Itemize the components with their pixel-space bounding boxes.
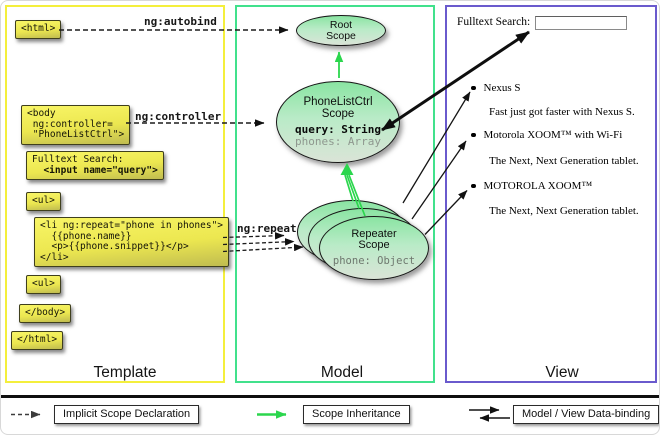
template-column-label: Template — [93, 364, 157, 381]
template-column — [5, 5, 225, 383]
bullet-icon — [471, 85, 476, 91]
legend-model-view-databinding: Model / View Data-binding — [513, 405, 659, 424]
legend-implicit-scope-declaration: Implicit Scope Declaration — [54, 405, 200, 424]
fulltext-input-line: <input name="query"> — [32, 164, 158, 176]
code-box-body-close: </body> — [19, 304, 72, 323]
view-search-label: Fulltext Search: — [457, 16, 531, 28]
view-item-title-text: MOTOROLA XOOM™ — [483, 180, 593, 192]
root-scope-title: Root Scope — [326, 18, 356, 42]
scope-prop-query: query: String — [294, 122, 382, 136]
bullet-icon — [471, 132, 476, 138]
view-column-label: View — [545, 364, 579, 381]
repeater-scope-ellipse-front: Repeater Scope phone: Object — [319, 216, 429, 280]
code-box-li-repeat: <li ng:repeat="phone in phones"> {{phone… — [34, 217, 230, 267]
view-search-input[interactable] — [535, 16, 627, 30]
scope-prop-phones: phones: Array — [294, 135, 382, 148]
model-column — [235, 5, 435, 383]
phonelistctrl-scope-ellipse: PhoneListCtrl Scope query: String phones… — [276, 81, 400, 163]
ng-repeat-label: ng:repeat — [237, 222, 297, 235]
code-box-body-open: <body ng:controller= "PhoneListCtrl"> — [21, 105, 131, 145]
code-box-fulltext: Fulltext Search: <input name="query"> — [26, 151, 164, 180]
code-box-ul-close: <ul> — [26, 275, 61, 294]
legend-separator-line — [1, 395, 659, 398]
view-item-title: MOTOROLA XOOM™ — [471, 180, 592, 192]
ng-autobind-label: ng:autobind — [144, 15, 217, 28]
view-item-title: Motorola XOOM™ with Wi-Fi — [471, 129, 622, 141]
view-item-desc: Fast just got faster with Nexus S. — [489, 106, 635, 118]
bullet-icon — [471, 183, 476, 189]
fulltext-label-line: Fulltext Search: — [32, 154, 124, 165]
legend-scope-inheritance: Scope Inheritance — [303, 405, 410, 424]
view-item-title-text: Motorola XOOM™ with Wi-Fi — [483, 129, 623, 141]
view-item-desc: The Next, Next Generation tablet. — [489, 205, 639, 217]
model-column-label: Model — [320, 364, 364, 381]
code-box-html-close: </html> — [11, 331, 64, 350]
code-box-html-open: <html> — [15, 20, 62, 39]
code-box-ul-open: <ul> — [26, 192, 61, 211]
repeater-scope-title: Repeater Scope — [351, 227, 397, 252]
root-scope-ellipse: Root Scope — [296, 15, 386, 46]
view-item-title-text: Nexus S — [483, 82, 521, 94]
view-item-title: Nexus S — [471, 82, 520, 94]
ng-controller-label: ng:controller — [135, 110, 222, 123]
phonelistctrl-scope-title: PhoneListCtrl Scope — [303, 95, 373, 120]
view-column — [445, 5, 657, 383]
view-item-desc: The Next, Next Generation tablet. — [489, 155, 639, 167]
scope-prop-phone: phone: Object — [332, 254, 416, 267]
